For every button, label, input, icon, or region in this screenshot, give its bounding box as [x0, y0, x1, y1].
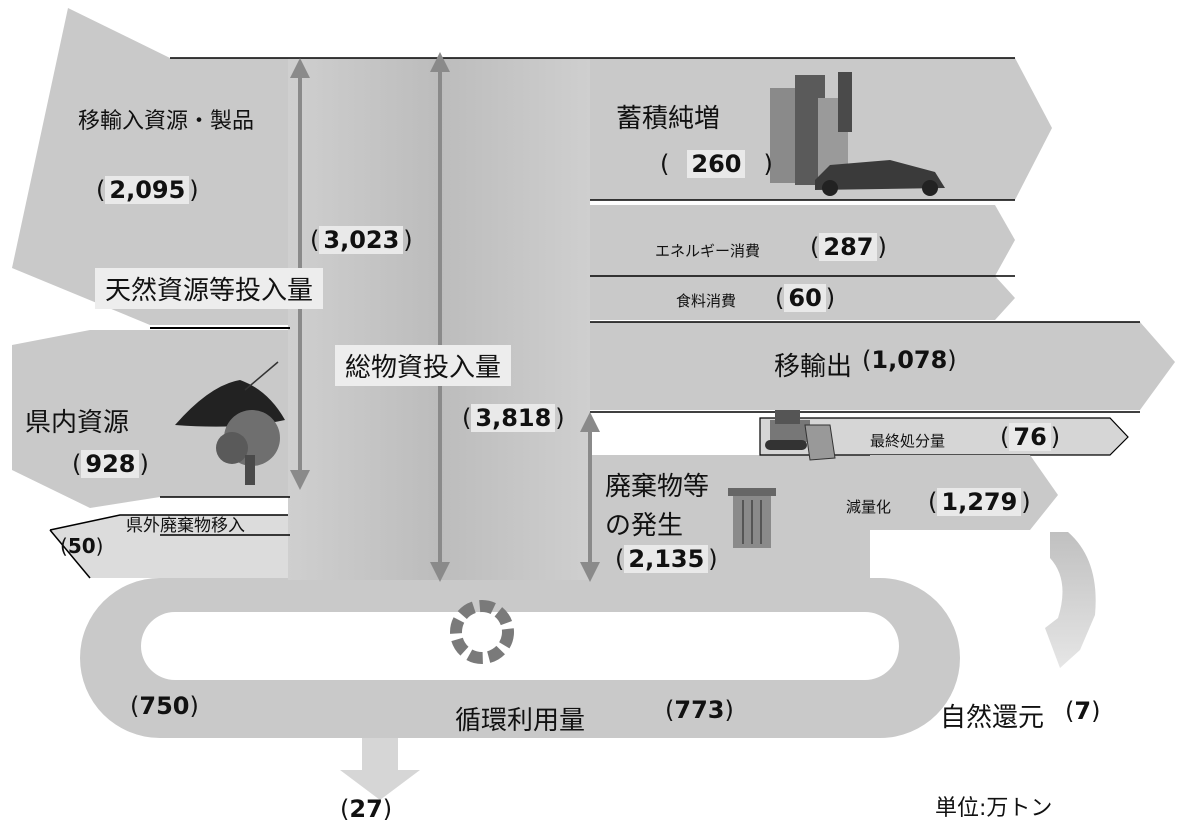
- natural-return-label: 自然還元: [940, 703, 1045, 733]
- natural-input-label: 天然資源等投入量: [95, 268, 324, 309]
- natural-input-value: (3,023): [310, 226, 413, 254]
- prefectural-value: (928): [72, 450, 149, 478]
- accumulation-label: 蓄積純増: [616, 104, 721, 134]
- cycle-out-arrow: [340, 738, 420, 800]
- cycle-out-value: (27): [340, 795, 393, 823]
- reduction-label: 減量化: [846, 498, 892, 516]
- food-label: 食料消費: [676, 292, 737, 310]
- cycle-left-value: (750): [130, 692, 199, 720]
- total-input-label: 総物資投入量: [335, 345, 512, 386]
- energy-value: (287): [810, 233, 887, 261]
- exports-flow: [590, 322, 1175, 410]
- final-disposal-value: (76): [1000, 423, 1061, 451]
- accumulation-value: (260): [660, 150, 773, 178]
- imports-value: (2,095): [96, 176, 199, 204]
- reduction-value: (1,279): [928, 488, 1031, 516]
- food-value: (60): [775, 284, 836, 312]
- outside-waste-label: 県外廃棄物移入: [126, 516, 245, 536]
- natural-return-arrow: [1045, 532, 1096, 668]
- imports-flow: [12, 8, 290, 325]
- exports-label: 移輸出: [774, 352, 853, 382]
- energy-flow: [590, 205, 1015, 276]
- outside-waste-flow: [50, 515, 290, 578]
- waste-gen-value: (2,135): [615, 545, 718, 573]
- soil-tree-icon: [175, 361, 285, 485]
- imports-label: 移輸入資源・製品: [78, 109, 255, 134]
- cycle-right-value: (773): [665, 696, 734, 724]
- exports-value: (1,078): [862, 346, 957, 374]
- bulldozer-icon: [765, 410, 836, 461]
- trash-can-icon: [728, 488, 776, 548]
- unit-label: 単位:万トン: [935, 796, 1053, 821]
- cycle-label: 循環利用量: [455, 706, 586, 736]
- total-input-value: (3,818): [462, 404, 565, 432]
- waste-gen-label-1: 廃棄物等: [605, 472, 710, 502]
- outside-waste-value: (50): [60, 534, 104, 558]
- recycle-cycle-icon: [450, 600, 514, 664]
- buildings-car-icon: [770, 72, 945, 196]
- cycle-loop-band: [80, 578, 960, 738]
- prefectural-label: 県内資源: [25, 408, 130, 438]
- waste-gen-label-2: の発生: [605, 511, 684, 541]
- energy-label: エネルギー消費: [655, 242, 761, 260]
- final-disposal-label: 最終処分量: [870, 432, 946, 450]
- natural-return-value: (7): [1065, 697, 1101, 725]
